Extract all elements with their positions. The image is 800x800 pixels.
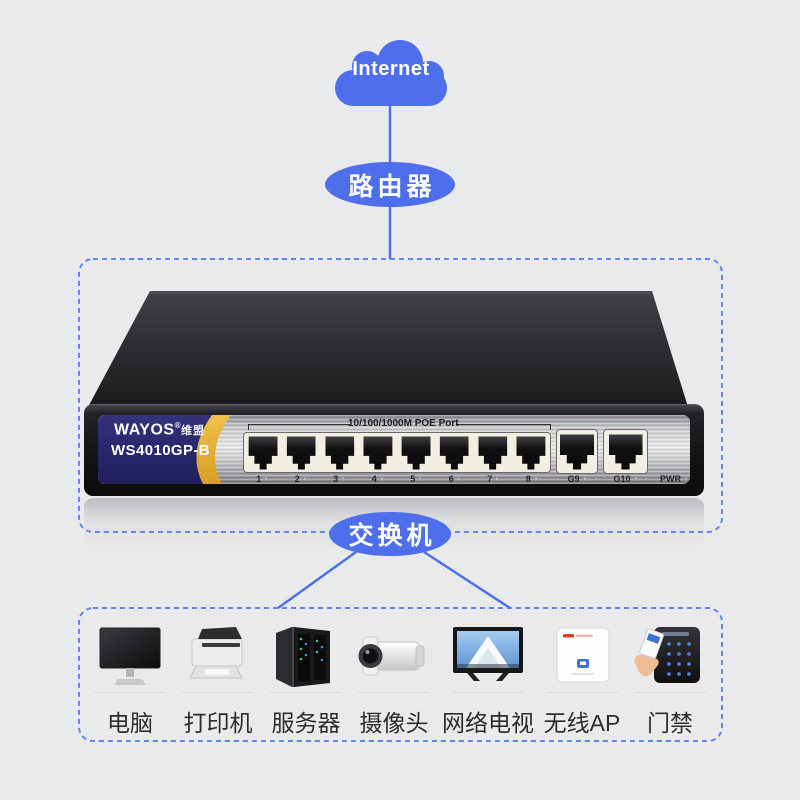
router-node: 路由器 — [325, 162, 455, 207]
port-number: 6 — [436, 474, 475, 484]
port-number: 7 — [474, 474, 513, 484]
icon-shadow-line — [94, 692, 166, 693]
ports-title: 10/100/1000M POE Port — [348, 418, 459, 429]
device-computer: 电脑 — [90, 623, 170, 738]
device-label: 门禁 — [647, 710, 693, 736]
rj45-jack-icon — [286, 436, 316, 470]
port-led — [379, 477, 384, 481]
access-control-icon — [630, 623, 710, 689]
rj45-jack-icon — [363, 436, 393, 470]
port-number: 8 — [513, 474, 552, 484]
icon-shadow-line — [634, 692, 706, 693]
device-row: 电脑 打印机 服务器 — [80, 607, 720, 741]
printer-icon — [178, 623, 258, 689]
icon-shadow-line — [546, 692, 618, 693]
device-server: 服务器 — [266, 623, 346, 738]
wireless-ap-icon — [542, 623, 622, 689]
port-number: 3 — [320, 474, 359, 484]
rj45-port — [435, 433, 473, 472]
device-label: 摄像头 — [359, 710, 429, 736]
icon-shadow-line — [270, 692, 342, 693]
icon-shadow-line — [452, 692, 524, 693]
switch-node: 交换机 — [329, 512, 451, 556]
switch-front-panel: WAYOS®维盟 WS4010GP-B 10/100/1000M POE Por… — [84, 404, 704, 496]
computer-icon — [90, 623, 170, 689]
uplink-port-g9 — [556, 429, 598, 474]
device-wireless-ap: 无线AP — [542, 623, 622, 738]
port-number: 1 — [243, 474, 282, 484]
uplink-port-g10 — [603, 429, 648, 474]
port-number: 5 — [397, 474, 436, 484]
switch-top-face — [88, 291, 688, 407]
rj45-port — [282, 433, 320, 472]
rj45-jack-icon — [516, 436, 546, 470]
port-led — [495, 477, 500, 481]
port-led — [302, 477, 307, 481]
rj45-jack-icon — [560, 434, 594, 470]
port-led — [582, 477, 587, 481]
device-access-control: 门禁 — [630, 623, 710, 738]
port-led — [633, 477, 638, 481]
device-label: 网络电视 — [442, 710, 534, 736]
rj45-jack-icon — [248, 436, 278, 470]
port-led — [418, 477, 423, 481]
model-text: WS4010GP-B — [111, 442, 211, 459]
ports-bracket-tick-right — [550, 424, 551, 430]
device-label: 电脑 — [107, 710, 153, 736]
rj45-jack-icon — [439, 436, 469, 470]
rj45-jack-icon — [478, 436, 508, 470]
internet-cloud-icon — [335, 40, 447, 106]
port-led — [341, 477, 346, 481]
port-number: 2 — [282, 474, 321, 484]
rj45-port — [321, 433, 359, 472]
device-printer: 打印机 — [178, 623, 258, 738]
icon-shadow-line — [358, 692, 430, 693]
ports-bracket-left — [248, 424, 350, 425]
port-number: 4 — [359, 474, 398, 484]
power-led — [684, 477, 688, 481]
tv-icon — [448, 623, 528, 689]
uplink-label-g9: G9 — [554, 474, 600, 484]
device-camera: 摄像头 — [354, 623, 434, 738]
port-led — [533, 477, 538, 481]
internet-label: Internet — [352, 58, 430, 80]
port-led — [456, 477, 461, 481]
port-number-row: 1 2 3 4 5 6 7 8 — [243, 474, 551, 484]
rj45-port — [474, 433, 512, 472]
brand-text: WAYOS®维盟 — [114, 421, 205, 439]
rj45-port — [397, 433, 435, 472]
uplink-label-g10: G10 — [601, 474, 650, 484]
device-label: 服务器 — [271, 710, 341, 736]
port-led — [264, 477, 269, 481]
rj45-jack-icon — [401, 436, 431, 470]
rj45-port — [244, 433, 282, 472]
bullet-camera-icon — [354, 623, 434, 689]
rj45-jack-icon — [325, 436, 355, 470]
icon-shadow-line — [182, 692, 254, 693]
poe-port-strip — [243, 432, 551, 473]
power-label: PWR — [648, 474, 688, 484]
switch-silver-panel: WAYOS®维盟 WS4010GP-B 10/100/1000M POE Por… — [98, 415, 690, 484]
ports-bracket-right — [456, 424, 551, 425]
ports-bracket-tick-left — [248, 424, 249, 430]
server-rack-icon — [266, 623, 346, 689]
rj45-port — [359, 433, 397, 472]
device-label: 无线AP — [543, 710, 621, 736]
device-label: 打印机 — [183, 710, 253, 736]
rj45-jack-icon — [608, 434, 643, 470]
device-network-tv: 网络电视 — [442, 623, 534, 738]
rj45-port — [512, 433, 550, 472]
